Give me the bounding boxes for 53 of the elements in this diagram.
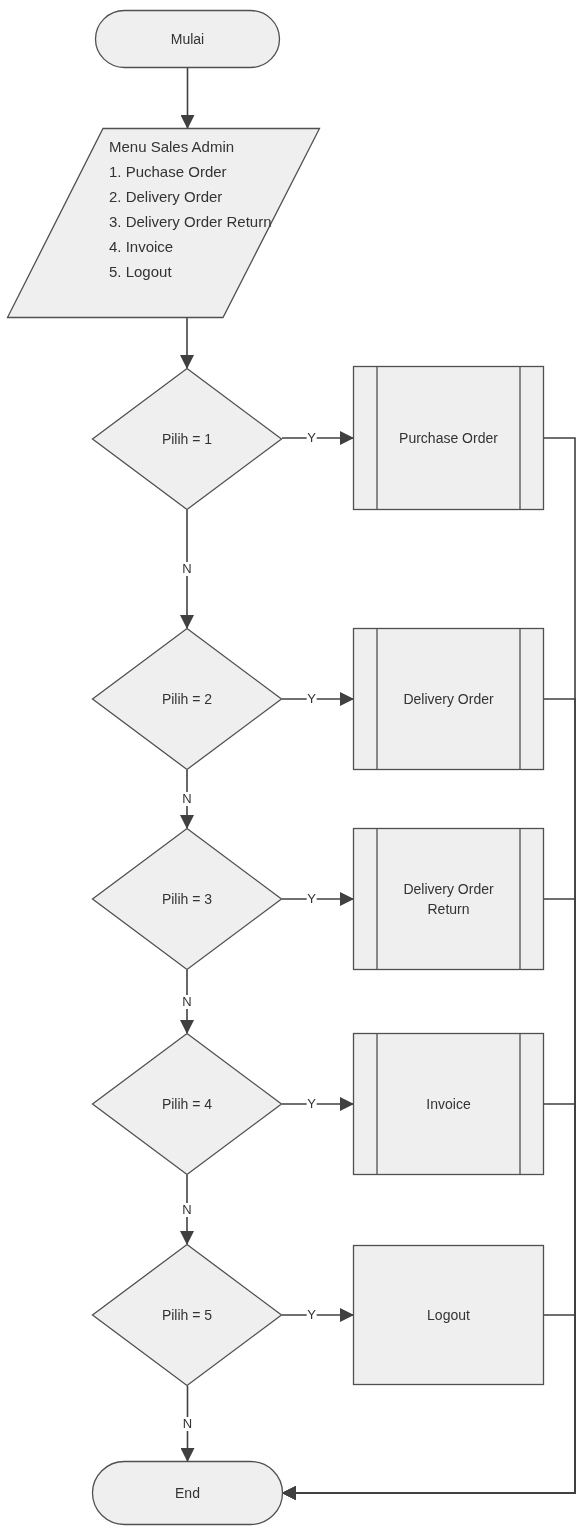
node-label: End	[175, 1484, 200, 1503]
edge-label: N	[181, 994, 193, 1009]
subprocess-box	[353, 1033, 544, 1175]
node-label: Pilih = 2	[161, 690, 213, 709]
decision-diamond	[92, 828, 282, 970]
node-label: Pilih = 5	[161, 1306, 213, 1325]
edge-label: Y	[306, 692, 317, 706]
arrow	[180, 317, 194, 369]
decision-diamond	[92, 628, 282, 770]
node-label: 1. Puchase Order	[109, 162, 227, 182]
arrow	[180, 969, 194, 1034]
subprocess-box	[353, 366, 544, 510]
decision-diamond	[92, 368, 282, 510]
decision-diamond	[92, 1033, 282, 1175]
subprocess-box	[353, 628, 544, 770]
arrow	[281, 1097, 354, 1111]
node-label: Pilih = 3	[161, 890, 213, 909]
arrow	[281, 1308, 354, 1322]
arrow	[180, 769, 194, 829]
arrow	[180, 67, 195, 129]
node-label: Menu Sales Admin	[109, 137, 235, 157]
node-label: Pilih = 1	[161, 430, 213, 449]
node-label: 5. Logout	[109, 262, 172, 282]
edge-label: Y	[306, 1097, 317, 1111]
terminator-shape	[92, 1461, 283, 1525]
node-label: Purchase Order	[399, 429, 498, 448]
edge-label: N	[181, 562, 193, 576]
edge-label: Y	[306, 1308, 317, 1322]
decision-diamond	[92, 1244, 282, 1386]
edge-label: N	[181, 1416, 194, 1431]
node-label: Mulai	[170, 30, 205, 49]
arrow	[281, 692, 354, 706]
edge-label: N	[181, 792, 193, 806]
arrow	[180, 1174, 194, 1245]
node-label: Logout	[427, 1306, 470, 1325]
subprocess-box	[353, 828, 544, 970]
node-label: Invoice	[426, 1095, 471, 1114]
edge-label: Y	[306, 892, 317, 906]
process-box	[353, 1245, 544, 1385]
node-label: Pilih = 4	[161, 1095, 213, 1114]
terminator-shape	[95, 10, 280, 68]
edge-label: Y	[306, 431, 317, 445]
input-output-parallelogram	[7, 128, 320, 318]
arrow	[281, 892, 354, 906]
edge-label: N	[181, 1202, 193, 1217]
arrow	[180, 1385, 195, 1462]
node-label: 3. Delivery Order Return	[109, 212, 272, 232]
arrow	[180, 509, 194, 629]
node-label: Delivery Order	[403, 690, 494, 709]
node-label: 2. Delivery Order	[109, 187, 223, 207]
node-label: Delivery Order Return	[402, 880, 495, 919]
arrow	[281, 431, 354, 445]
node-label: 4. Invoice	[109, 237, 174, 257]
